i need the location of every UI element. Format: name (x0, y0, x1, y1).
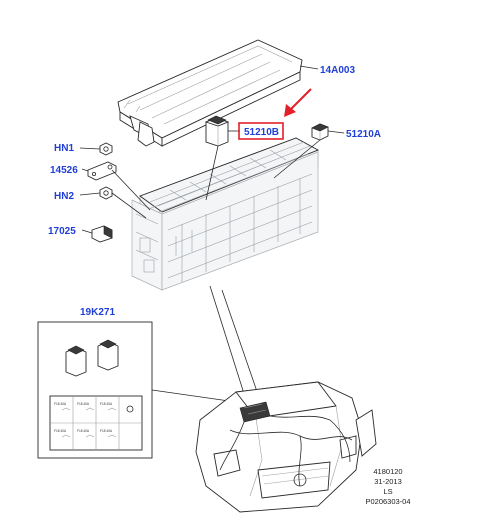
reference-code-4: P0206303-04 (365, 497, 410, 506)
nut-hn1 (99, 142, 113, 156)
kit-fuse-label-1: F18 40A (54, 402, 67, 406)
kit-box-19k271: F18 40A F18 40A F18 40A F18 40A F18 40A … (37, 321, 153, 459)
callout-14a003: 14A003 (320, 65, 355, 76)
relay-51210a (311, 123, 329, 141)
kit-fuse-label-4: F18 40A (54, 429, 67, 433)
kit-fuse-label-3: F18 40A (100, 402, 113, 406)
callout-hn1: HN1 (54, 143, 74, 154)
fuse-box-body (131, 137, 320, 291)
kit-fuse-puller-icon (126, 405, 134, 413)
kit-fuse-label-6: F18 40A (100, 429, 113, 433)
highlight-box (238, 122, 284, 140)
callout-17025: 17025 (48, 226, 76, 237)
kit-fuse-label-2: F18 40A (77, 402, 90, 406)
vehicle-front-view (195, 381, 377, 513)
connector-17025 (91, 225, 113, 243)
fuse-box-cover (117, 39, 303, 147)
reference-code-2: 31-2013 (374, 477, 402, 486)
reference-code-3: LS (383, 487, 392, 496)
bracket-14526 (87, 161, 117, 181)
highlight-arrow (284, 88, 312, 117)
callout-51210a: 51210A (346, 129, 381, 140)
callout-19k271: 19K271 (80, 307, 115, 318)
callout-14526: 14526 (50, 165, 78, 176)
callout-hn2: HN2 (54, 191, 74, 202)
leader-lines (79, 65, 345, 407)
kit-fuse-label-5: F18 40A (77, 429, 90, 433)
reference-code-1: 4180120 (373, 467, 402, 476)
nut-hn2 (99, 186, 113, 200)
relay-51210b (204, 115, 230, 147)
callout-51210b: 51210B (244, 127, 279, 138)
